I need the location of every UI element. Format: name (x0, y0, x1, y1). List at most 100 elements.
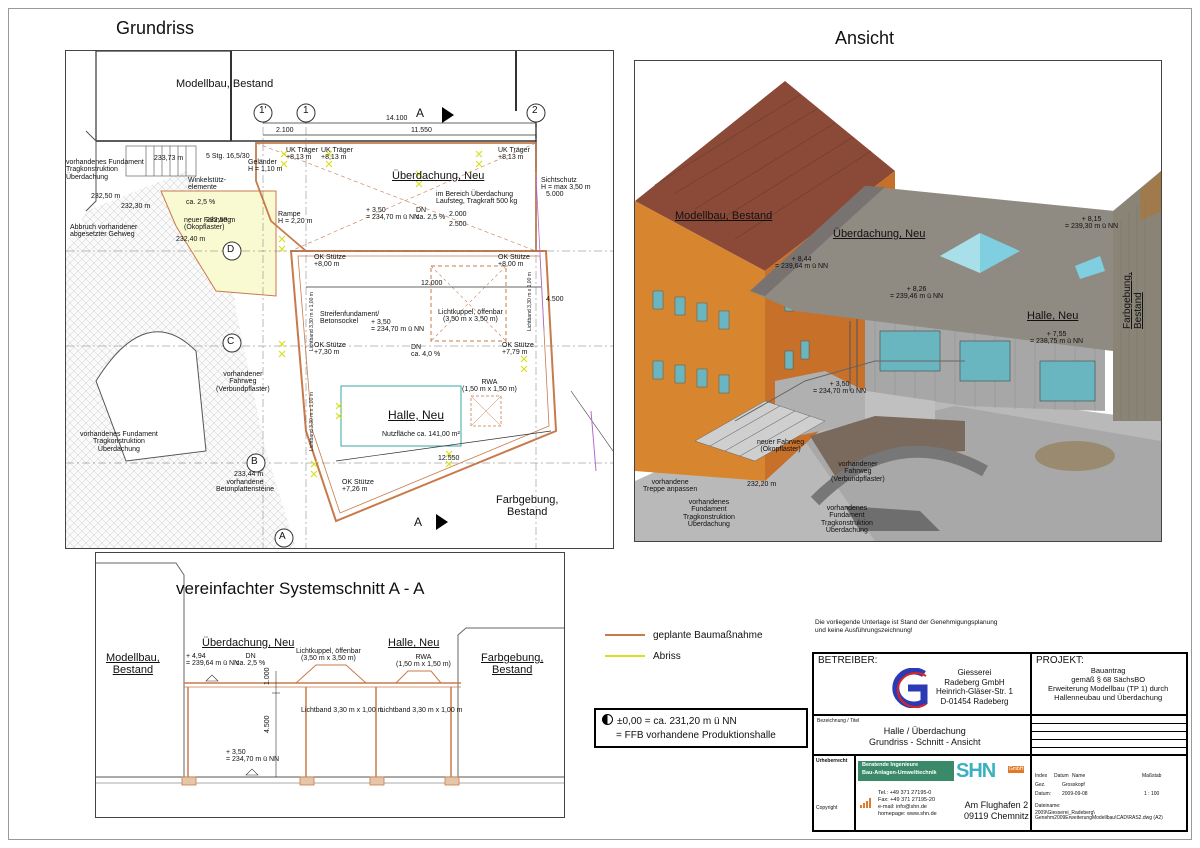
company-info: Giesserei Radeberg GmbH Heinrich-Gläser-… (936, 668, 1013, 706)
firm-address: Am Flughafen 2 09119 Chemnitz (964, 800, 1029, 822)
schnitt-ueberdachung-label: Überdachung, Neu (202, 637, 295, 649)
schnitt-farbgebung-label: Farbgebung, Bestand (481, 652, 544, 676)
axis-label-b: B (251, 456, 258, 467)
plan-abbruch: Abbruch vorhandener abgesetzter Gehweg (70, 224, 138, 239)
urheber-label: Urheberrecht (816, 758, 848, 764)
datum-label: Datum: (1035, 791, 1052, 797)
schnitt-dim-4500: 4.500 (264, 715, 271, 733)
legend-geplant: geplante Baumaßnahme (605, 630, 763, 641)
giesserei-logo-graphic (892, 668, 928, 708)
ansicht-level-5: + 3,50 = 234,70 m ü NN (813, 381, 867, 396)
section-label-a-bottom: A (414, 515, 423, 529)
plan-ok-stuetze-5: OK Stütze +7,26 m (342, 479, 374, 494)
dim-12000: 12.000 (421, 280, 443, 287)
plan-winkelstuetz: Winkelstütz- elemente (188, 177, 227, 192)
plan-uk-traeger-3: UK Träger +8,13 m (498, 147, 530, 162)
dim-total: 14.100 (386, 115, 408, 122)
plan-level-b: + 3,50 = 234,70 m ü NN (371, 319, 425, 334)
plan-h-232-b: 232,30 m (121, 203, 151, 210)
plan-h-232-d: 232,50 m (206, 217, 236, 224)
ansicht-halle-label: Halle, Neu (1027, 310, 1079, 322)
plan-modellbau-label: Modellbau, Bestand (176, 78, 274, 90)
zero-line-1: ±0,00 = ca. 231,20 m ü NN (602, 714, 800, 729)
copyright-label: Copyright (816, 805, 838, 811)
plan-halle-label: Halle, Neu (388, 408, 445, 422)
firm-gmbh: GmbH (1008, 766, 1025, 774)
plan-rampe: Rampe H = 2,20 m (278, 211, 313, 226)
projekt-text: Bauantrag gemäß § 68 SächsBO Erweiterung… (1048, 666, 1169, 702)
schnitt-dn: DN ca. 2,5 % (236, 653, 266, 668)
ansicht-level-3: + 8,26 = 239,46 m ü NN (890, 286, 944, 301)
plan-h-232-c: 232,40 m (176, 236, 206, 243)
revision-grid (1031, 715, 1187, 755)
plan-gelaender: Geländer H = 1,10 m (248, 159, 283, 174)
projekt-label: PROJEKT: (1036, 655, 1084, 666)
plan-ueberdachung-note: im Bereich Überdachung Laufsteg, Tragkra… (436, 191, 518, 206)
legend-geplant-label: geplante Baumaßnahme (653, 630, 763, 641)
ansicht-h-232: 232,20 m (747, 481, 777, 488)
zero-reference-box: ±0,00 = ca. 231,20 m ü NN = FFB vorhande… (594, 708, 808, 748)
axis-label-c: C (227, 336, 235, 347)
schnitt-lichtband-1: Lichtband 3,30 m x 1,00 m (301, 707, 384, 714)
dim-2100: 2.100 (276, 127, 294, 134)
betreiber-cell: BETREIBER: Giesserei Radeberg GmbH Heinr… (813, 653, 1031, 715)
plan-uk-traeger-1: UK Träger +8,13 m (286, 147, 318, 162)
legend-abriss: Abriss (605, 651, 681, 662)
firm-contact: Tel.: +49 371 27195-0 Fax: +49 371 27195… (878, 790, 937, 818)
schnitt-level-top: + 4,94 = 239,64 m ü NN (186, 653, 240, 668)
plan-slope: ca. 2,5 % (186, 199, 216, 206)
plan-ok-stuetze-3: OK Stütze +7,30 m (314, 342, 346, 357)
ansicht-title: Ansicht (835, 28, 895, 48)
plan-vorh-fahrweg: vorhandener Fahrweg (Verbundpflaster) (216, 371, 270, 393)
meta-cell: Index Datum Name Gez. Grosskopf Datum: 2… (1031, 755, 1187, 831)
title-block: BETREIBER: Giesserei Radeberg GmbH Heinr… (812, 652, 1188, 832)
plan-vorh-fundament-1: vorhandenes Fundament Tragkonstruktion Ü… (66, 159, 144, 181)
ansicht-vorh-fahrweg: vorhandener Fahrweg (Verbundpflaster) (831, 461, 885, 483)
plan-ueberdachung-label: Überdachung, Neu (392, 170, 485, 182)
plan-uk-traeger-2: UK Träger +8,13 m (321, 147, 353, 162)
bezeichnung-label: Bezeichnung / Titel (817, 718, 860, 724)
schnitt-modellbau-label: Modellbau, Bestand (106, 652, 160, 676)
plan-lichtband-3: Lichtband 3,30 m x 1,00 m (309, 392, 315, 451)
plan-lichtband-1: Lichtband 3,30 m x 1,00 m (309, 292, 315, 351)
massstab-label: Maßstab (1142, 773, 1162, 779)
urheber-cell: Urheberrecht Copyright (813, 755, 855, 831)
ansicht-modellbau-label: Modellbau, Bestand (675, 210, 773, 222)
section-label-a-top: A (416, 106, 425, 120)
ansicht-level-1: + 8,15 = 239,30 m ü NN (1065, 216, 1119, 231)
schnitt-dim-1000: 1.000 (264, 667, 271, 685)
floor-plan-drawing (66, 51, 613, 548)
plan-sichtschutz: Sichtschutz H = max 3,50 m (541, 177, 591, 192)
plan-h-233: 233,73 m (154, 155, 184, 162)
schnitt-halle-label: Halle, Neu (388, 637, 440, 649)
grundriss-title: Grundriss (116, 18, 195, 38)
datei-value: 2009\Giesserei_Radeberg\ Genehm2009Erwei… (1035, 810, 1163, 822)
axis-label-2: 2 (532, 105, 538, 116)
schnitt-lichtband-2: Lichtband 3,30 m x 1,00 m (380, 707, 463, 714)
legend-abriss-label: Abriss (653, 651, 681, 662)
giesserei-logo (884, 668, 932, 708)
projekt-cell: PROJEKT: Bauantrag gemäß § 68 SächsBO Er… (1031, 653, 1187, 715)
dim-12550: 12.550 (438, 455, 460, 462)
ansicht-level-4: + 7,55 = 238,75 m ü NN (1030, 331, 1084, 346)
plan-fahrweg: neuer Fahrweg (Ökopflaster) (184, 217, 232, 232)
zero-line-2: = FFB vorhandene Produktionshalle (616, 729, 776, 741)
zero-line-1-text: ±0,00 = ca. 231,20 m ü NN (617, 716, 737, 727)
plan-nutzflaeche: Nutzfläche ca. 141,00 m² (382, 431, 460, 438)
plan-streifenfundament: Streifenfundament/ Betonsockel (320, 311, 380, 326)
plan-level-a: + 3,50 = 234,70 m ü NN (366, 207, 420, 222)
plan-farbgebung-label: Farbgebung, Bestand (496, 494, 559, 518)
bezeichnung-cell: Bezeichnung / Titel Halle / Überdachung … (813, 715, 1031, 755)
schnitt-lichtkuppel: Lichtkuppel, öffenbar (3,50 m x 3,50 m) (296, 648, 361, 663)
massstab-value: 1 : 100 (1144, 791, 1160, 797)
notice-text: Die vorliegende Unterlage ist Stand der … (815, 619, 998, 635)
dim-4500: 4.500 (546, 296, 564, 303)
section-drawing (96, 562, 564, 786)
plan-ok-stuetze-2: OK Stütze +8,00 m (498, 254, 530, 269)
firm-banner: Beratende Ingenieure Bau-Anlagen-Umweltt… (858, 761, 954, 781)
gez-label: Gez. (1035, 782, 1046, 788)
schnitt-rwa: RWA (1,50 m x 1,50 m) (396, 654, 451, 669)
ansicht-fundament-1: vorhandenes Fundament Tragkonstruktion Ü… (683, 499, 735, 529)
firm-line-1: Beratende Ingenieure (862, 762, 919, 768)
gez-value: Grosskopf (1062, 782, 1085, 788)
